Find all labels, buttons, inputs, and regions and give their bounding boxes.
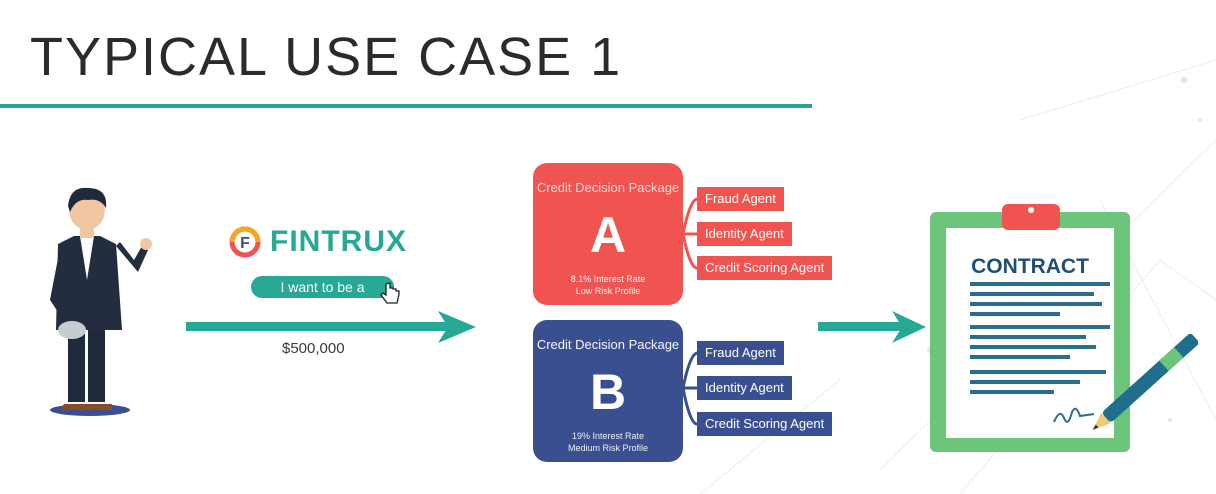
fraud-agent-a: Fraud Agent bbox=[697, 187, 784, 211]
contract-heading: CONTRACT bbox=[971, 255, 1089, 278]
hand-cursor-icon bbox=[380, 282, 400, 304]
package-title: Credit Decision Package bbox=[536, 337, 680, 352]
fintrux-logo-icon: F bbox=[229, 226, 261, 258]
package-title: Credit Decision Package bbox=[536, 180, 680, 195]
identity-agent-b: Identity Agent bbox=[697, 376, 792, 400]
package-letter: B bbox=[589, 364, 627, 420]
contract-clipboard-illustration: CONTRACT bbox=[930, 204, 1198, 452]
identity-agent-a: Identity Agent bbox=[697, 222, 792, 246]
lender-button[interactable]: I want to be a LENDER bbox=[251, 276, 394, 317]
fraud-agent-b: Fraud Agent bbox=[697, 341, 784, 365]
page-title: TYPICAL USE CASE 1 bbox=[30, 27, 623, 87]
package-rate: 8.1% Interest Rate bbox=[570, 274, 646, 284]
arrow-right-icon bbox=[818, 311, 926, 343]
credit-package-a: Credit Decision Package A 8.1% Interest … bbox=[533, 163, 683, 305]
fintrux-brand: FINTRUX bbox=[270, 225, 407, 258]
fintrux-logo: F FINTRUX bbox=[228, 225, 407, 259]
package-letter: A bbox=[589, 207, 627, 263]
credit-scoring-agent-b: Credit Scoring Agent bbox=[697, 412, 833, 436]
arrow-right-icon bbox=[186, 311, 476, 343]
credit-package-b: Credit Decision Package B 19% Interest R… bbox=[533, 320, 683, 462]
package-rate: 19% Interest Rate bbox=[571, 431, 645, 441]
package-risk: Low Risk Profile bbox=[575, 286, 641, 296]
credit-scoring-agent-a: Credit Scoring Agent bbox=[697, 256, 833, 280]
businessman-illustration bbox=[50, 187, 152, 416]
amount-label: $500,000 bbox=[282, 340, 345, 357]
package-risk: Medium Risk Profile bbox=[567, 443, 649, 453]
svg-text:F: F bbox=[240, 235, 250, 252]
title-underline bbox=[0, 104, 812, 108]
